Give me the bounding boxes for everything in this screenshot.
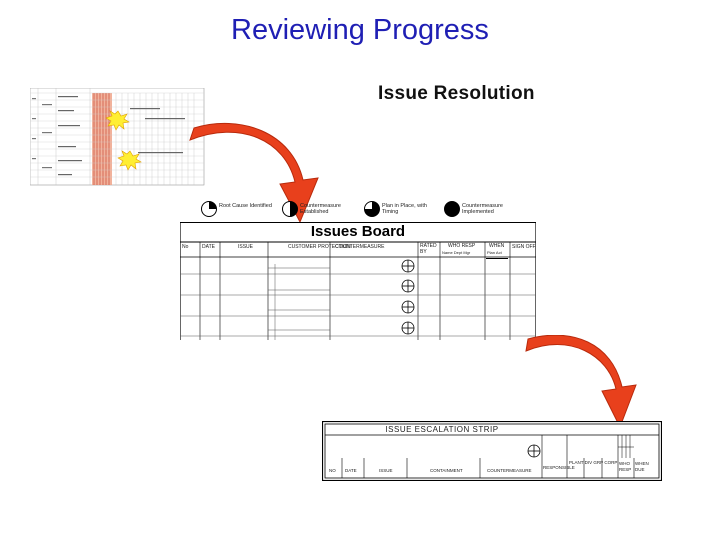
column-header: SIGN OFF xyxy=(512,244,536,250)
column-header: RATED BY xyxy=(420,243,437,255)
column-header: COUNTERMEASURE xyxy=(335,244,385,250)
legend-label: Countermeasure Implemented xyxy=(462,203,503,215)
column-header: NO xyxy=(329,468,336,473)
half-circle-icon xyxy=(282,201,298,217)
column-header: PLANT DIV GRP CORP xyxy=(569,460,618,465)
column-header: DATE xyxy=(202,244,215,250)
column-header: RESPONSIBLE xyxy=(543,465,575,470)
slide-title: Reviewing Progress xyxy=(231,14,489,46)
legend-label: Root Cause Identified xyxy=(219,203,272,209)
column-header: WHO RESP xyxy=(448,243,476,249)
column-header: COUNTERMEASURE xyxy=(487,468,532,473)
board-title: Issues Board xyxy=(310,223,406,240)
curved-arrow-icon xyxy=(525,335,637,429)
column-header: CONTAINMENT xyxy=(430,468,463,473)
status-legend: Root Cause Identified Countermeasure Est… xyxy=(200,200,540,220)
column-header: No xyxy=(182,244,189,250)
burst-icon xyxy=(117,150,142,171)
column-header: ISSUE xyxy=(379,468,393,473)
tracking-sheet-thumbnail xyxy=(30,88,205,186)
rating-circle-icon xyxy=(401,259,415,335)
issues-board: Issues Board No DATE ISSUE CUSTOMER PROT… xyxy=(180,222,536,340)
curved-arrow-icon xyxy=(189,122,319,224)
column-header: WHO RESP xyxy=(619,461,632,472)
strip-title: ISSUE ESCALATION STRIP xyxy=(385,425,499,434)
slide-subtitle: Issue Resolution xyxy=(378,83,535,104)
legend-label: Plan in Place, with Timing xyxy=(382,203,427,215)
issue-escalation-strip: ISSUE ESCALATION STRIP NO DATE ISSUE CON… xyxy=(322,421,662,481)
full-circle-icon xyxy=(444,201,460,217)
quarter-circle-icon xyxy=(201,201,217,217)
column-header: CUSTOMER PROTECTION xyxy=(288,244,351,250)
burst-icon xyxy=(105,110,130,131)
three-quarter-circle-icon xyxy=(364,201,380,217)
rating-circle-icon xyxy=(527,444,541,458)
column-header: DATE xyxy=(345,468,357,473)
column-header: ISSUE xyxy=(238,244,254,250)
column-header: WHEN xyxy=(489,243,505,249)
column-header: WHEN DUE xyxy=(635,461,649,472)
column-subheader: Plan Act xyxy=(487,250,502,255)
column-subheader: Name Dept Mgr xyxy=(442,250,471,255)
legend-label: Countermeasure Established xyxy=(300,203,341,215)
